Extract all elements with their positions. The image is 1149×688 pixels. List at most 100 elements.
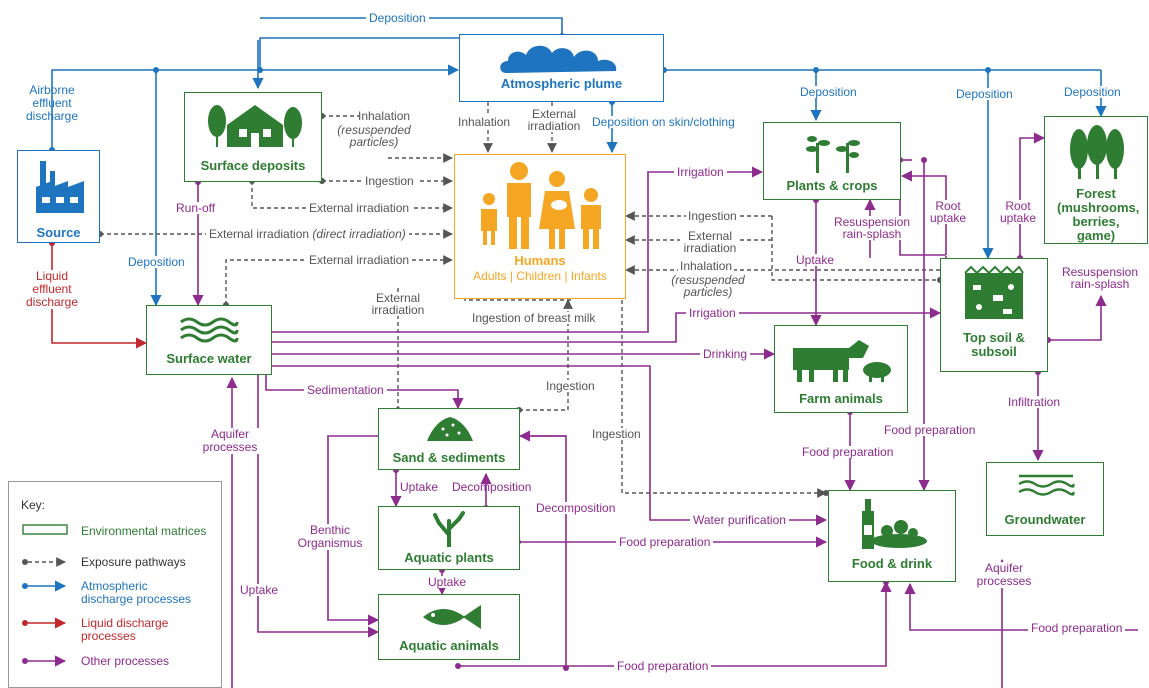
uptake-aq-label: Uptake bbox=[428, 575, 467, 589]
sedimentation-label: Sedimentation bbox=[304, 384, 387, 396]
inhalation-plume-label: Inhalation bbox=[458, 115, 511, 129]
ext-irr-direct-text: External irradiation bbox=[209, 227, 310, 241]
food-prep-bottom-right-label: Food preparation bbox=[1028, 622, 1126, 634]
ext-irr-sd-label: External irradiation bbox=[306, 202, 413, 214]
root-uptake-2-label: Root uptake bbox=[1000, 199, 1037, 225]
humans-node: Humans Adults | Children | Infants bbox=[454, 154, 626, 299]
food-icon bbox=[862, 499, 927, 549]
sand-sediments-label: Sand & sediments bbox=[392, 450, 506, 465]
inhalation-resusp-label: Inhalation bbox=[358, 109, 411, 123]
aquifer-left-label: Aquifer processes bbox=[198, 428, 262, 454]
surface-water-node: Surface water bbox=[146, 305, 272, 375]
groundwater-node: Groundwater bbox=[986, 462, 1104, 536]
soil-icon bbox=[964, 265, 1024, 319]
food-drink-node: Food & drink bbox=[828, 490, 956, 582]
uptake-plants-label: Uptake bbox=[796, 253, 835, 267]
legend-liquid: Liquid discharge processes bbox=[81, 616, 169, 643]
ext-irr-sed-label: External irradiation bbox=[368, 292, 428, 316]
aquifer-right-label: Aquifer processes bbox=[972, 562, 1036, 588]
irrigation-top-label: Irrigation bbox=[674, 166, 727, 178]
breast-milk-label: Ingestion of breast milk bbox=[470, 311, 598, 325]
deposition-soil-label: Deposition bbox=[956, 87, 1013, 101]
dep-skin-label: Deposition on skin/clothing bbox=[592, 115, 735, 129]
resusp-rain-2-label: Resuspension rain-splash bbox=[1058, 266, 1142, 290]
ingestion-sed-label: Ingestion bbox=[544, 379, 597, 393]
inhalation-right-label: Inhalation bbox=[678, 259, 735, 273]
plume-node: Atmospheric plume bbox=[459, 34, 664, 102]
uptake-sed-label: Uptake bbox=[400, 480, 439, 494]
legend-exposure: Exposure pathways bbox=[81, 555, 186, 569]
run-off-label: Run-off bbox=[176, 201, 216, 215]
ext-irr-plume-label: External irradiation bbox=[526, 107, 582, 133]
aquatic-animals-label: Aquatic animals bbox=[399, 638, 499, 653]
root-uptake-1-label: Root uptake bbox=[930, 199, 967, 225]
cloud-icon bbox=[500, 45, 617, 73]
plant-icon bbox=[806, 136, 860, 173]
food-prep-aqplants-label: Food preparation bbox=[616, 536, 714, 548]
farm-animals-label: Farm animals bbox=[799, 391, 883, 406]
source-label: Source bbox=[36, 225, 81, 240]
legend-atmospheric: Atmospheric discharge processes bbox=[81, 579, 192, 606]
trees-icon bbox=[1070, 125, 1124, 179]
resusp-particles-right-label: (resuspended particles) bbox=[668, 274, 748, 298]
resusp-particles-label: (resuspended particles) bbox=[337, 123, 411, 149]
cow-pig-icon bbox=[793, 340, 891, 382]
legend-title: Key: bbox=[21, 498, 46, 512]
water-purification-label: Water purification bbox=[690, 514, 789, 526]
fish-icon bbox=[423, 605, 481, 629]
ingestion-right-label: Ingestion bbox=[686, 209, 739, 223]
factory-icon bbox=[36, 161, 84, 213]
resusp-rain-1-label: Resuspension rain-splash bbox=[830, 216, 914, 240]
legend-other: Other processes bbox=[81, 654, 170, 668]
farm-animals-node: Farm animals bbox=[774, 325, 908, 413]
deposition-forest-label: Deposition bbox=[1064, 85, 1121, 99]
food-prep-farm-label: Food preparation bbox=[802, 445, 894, 459]
humans-subtitle: Adults | Children | Infants bbox=[473, 269, 607, 283]
drinking-label: Drinking bbox=[700, 348, 751, 360]
ingestion-sd-label: Ingestion bbox=[362, 175, 417, 187]
ext-irr-sw-label: External irradiation bbox=[306, 254, 413, 266]
humans-title: Humans bbox=[514, 253, 566, 268]
source-node: Source bbox=[17, 150, 100, 243]
surface-deposits-node: Surface deposits bbox=[184, 92, 322, 182]
houses-icon bbox=[208, 105, 302, 147]
benthic-label: Benthic Organismus bbox=[296, 523, 364, 550]
decomposition-sed-label: Decomposition bbox=[452, 480, 532, 494]
top-soil-node: Top soil & subsoil bbox=[940, 258, 1048, 372]
aquatic-animals-node: Aquatic animals bbox=[378, 594, 520, 660]
sand-pile-icon bbox=[427, 417, 473, 441]
food-drink-label: Food & drink bbox=[851, 556, 933, 571]
groundwater-label: Groundwater bbox=[1004, 512, 1086, 527]
forest-node: Forest (mushrooms, berries, game) bbox=[1044, 116, 1148, 244]
airborne-label: Airborne effluent discharge bbox=[25, 83, 79, 123]
aquatic-plants-label: Aquatic plants bbox=[404, 550, 494, 565]
forest-label: Forest (mushrooms, berries, game) bbox=[1057, 186, 1140, 243]
decomposition-animals-label: Decomposition bbox=[536, 501, 616, 515]
groundwater-waves-icon bbox=[1018, 474, 1075, 496]
plants-crops-node: Plants & crops bbox=[763, 122, 901, 200]
deposition-top-label: Deposition bbox=[366, 12, 429, 24]
legend: Key: Environmental matrices Exposure pat… bbox=[8, 481, 222, 688]
waves-icon bbox=[180, 317, 239, 343]
people-icon bbox=[481, 162, 601, 249]
food-prep-aqanimals-label: Food preparation bbox=[614, 660, 712, 672]
ext-irr-direct-label: External irradiation (direct irradiation… bbox=[206, 228, 409, 240]
sand-sediments-node: Sand & sediments bbox=[378, 408, 520, 470]
surface-deposits-label: Surface deposits bbox=[200, 158, 306, 173]
direct-irr-text: (direct irradiation) bbox=[312, 227, 406, 241]
surface-water-label: Surface water bbox=[166, 351, 252, 366]
seaweed-icon bbox=[433, 511, 465, 547]
aquatic-plants-node: Aquatic plants bbox=[378, 506, 520, 570]
deposition-left-label: Deposition bbox=[128, 255, 185, 269]
plants-crops-label: Plants & crops bbox=[786, 178, 878, 193]
food-prep-plants-label: Food preparation bbox=[884, 423, 976, 437]
irrigation-mid-label: Irrigation bbox=[686, 307, 739, 319]
liquid-label: Liquid effluent discharge bbox=[22, 270, 82, 309]
infiltration-label: Infiltration bbox=[1008, 395, 1061, 409]
plume-label: Atmospheric plume bbox=[500, 76, 623, 91]
uptake-left-label: Uptake bbox=[240, 583, 279, 597]
top-soil-label: Top soil & subsoil bbox=[963, 330, 1025, 359]
ext-irr-right-label: External irradiation bbox=[680, 230, 740, 254]
legend-swatches bbox=[22, 524, 68, 667]
